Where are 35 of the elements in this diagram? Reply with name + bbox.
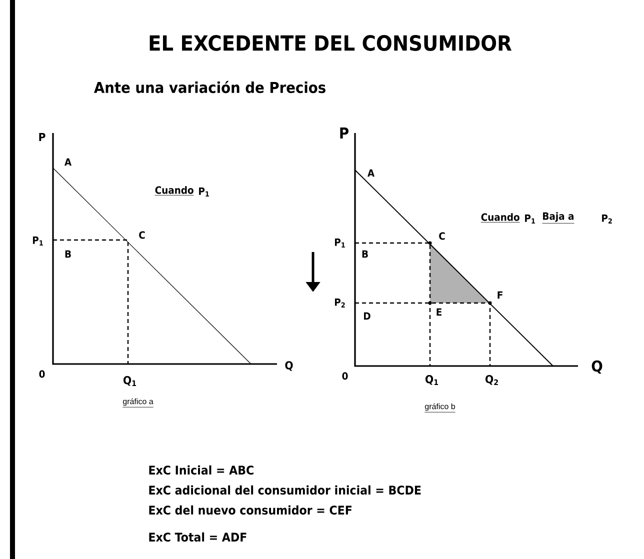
point-label: A [64,158,72,166]
point-label: C [139,231,145,239]
point-label: B [362,250,368,258]
point-label: E [436,308,442,316]
axis-label: P$_{1}$ [335,238,345,248]
note: Baja a [542,212,574,224]
axis-label: Q [592,360,602,374]
axis-label: Q$_{1}$ [124,376,136,386]
point-label: F [498,291,502,299]
axis-label: 0 [342,372,348,380]
axis-label: P$_{2}$ [335,298,345,308]
formula-line: ExC del nuevo consumidor = CEF [149,505,352,515]
subtitle: Ante una variación de Precios [94,80,326,94]
graph-caption: gráfico a [122,398,154,408]
note: Cuando [154,186,194,196]
axis-label: 0 [39,370,45,378]
axis-label: Q$_{2}$ [486,374,498,386]
formula-line: ExC Total = ADF [149,532,246,542]
point-label: C [439,232,445,240]
heading: EL EXCEDENTE DEL CONSUMIDOR [150,35,512,51]
note: P$_{1}$ [199,188,209,196]
axis-label: P [39,133,46,141]
point-label: A [368,169,375,177]
axis-label: Q [285,361,293,371]
note: P$_{1}$ [525,214,535,224]
formula-line: ExC Inicial = ABC [149,465,254,475]
note: Cuando [480,213,520,222]
point-label: D [364,312,370,320]
point-label: B [65,250,71,258]
axis-label: P [340,128,348,138]
formula-line: ExC adicional del consumidor inicial = BCDE [149,485,421,495]
graph-caption: gráfico b [424,403,456,412]
axis-label: Q$_{1}$ [426,375,438,385]
axis-label: P$_{1}$ [32,236,43,246]
note: P$_{2}$ [602,214,612,224]
